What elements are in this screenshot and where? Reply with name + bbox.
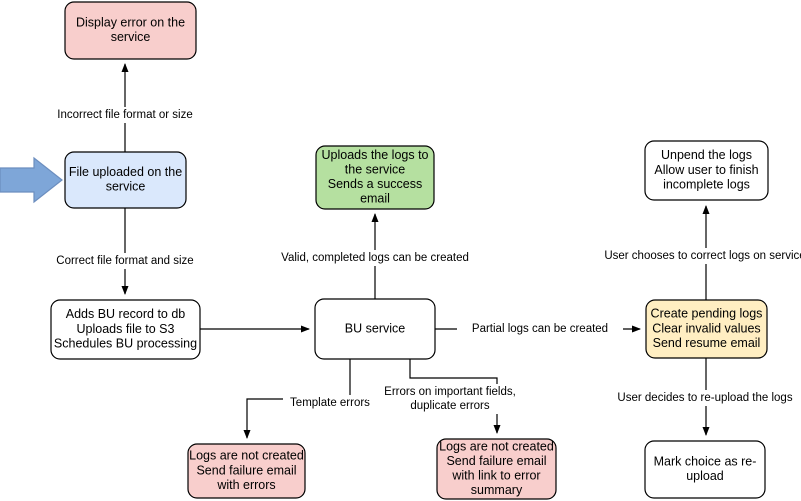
node-label-file-uploaded-line-2: service	[106, 180, 146, 194]
node-label-uploads-logs-line-4: email	[360, 192, 390, 206]
edge-label-backdrop-correct-format	[39, 253, 211, 269]
node-shape-mark-choice	[644, 440, 766, 499]
input-arrow-layer	[0, 156, 63, 204]
node-label-adds-bu-record-line-3: Schedules BU processing	[54, 336, 197, 350]
edge-label-backdrop-incorrect-format	[36, 107, 214, 123]
node-shape-logs-not-created-summary	[436, 438, 557, 500]
edge-label-incorrect-file-format-or-size: Incorrect file format or size	[57, 109, 192, 121]
edge-label-correct-file-format-and-size: Correct file format and size	[56, 255, 193, 267]
node-shape-uploads-logs	[315, 145, 435, 210]
node-label-logs-not-created-template-line-2: Send failure email	[196, 463, 296, 477]
edge-label-backdrop-valid-completed	[265, 250, 485, 266]
node-shape-bu-service	[314, 298, 436, 360]
node-bu-service[interactable]: BU service	[314, 298, 436, 360]
node-shape-adds-bu-record	[50, 299, 201, 360]
node-mark-choice-as-re-upload[interactable]: Mark choice as re-upload	[644, 440, 766, 499]
edge-label-duplicate-errors: duplicate errors	[410, 400, 490, 412]
edge-label-valid-completed-logs-can-be-created: Valid, completed logs can be created	[281, 252, 469, 264]
edge-label-errors-on-important-fields: Errors on important fields,	[384, 386, 516, 398]
node-label-unpend-logs-line-2: Allow user to finish	[654, 163, 758, 177]
node-label-bu-service-line-1: BU service	[345, 321, 405, 335]
edge-label-backdrop-user-reupload	[601, 390, 801, 406]
node-label-logs-not-created-template-line-1: Logs are not created	[189, 449, 304, 463]
node-label-unpend-logs-line-3: incomplete logs	[663, 177, 750, 191]
edge-label-user-chooses-to-correct-logs-on-service: User chooses to correct logs on service	[604, 250, 801, 262]
node-label-logs-not-created-summary-line-1: Logs are not created	[439, 439, 554, 453]
node-label-logs-not-created-template-line-3: with errors	[216, 478, 275, 492]
node-shape-create-pending-logs	[645, 299, 768, 359]
node-label-uploads-logs-line-1: Uploads the logs to	[321, 148, 428, 162]
node-shape-file-uploaded	[64, 151, 187, 209]
edge-label-template-errors: Template errors	[290, 397, 370, 409]
input-big-arrow	[0, 156, 63, 204]
edge-label-user-decides-to-re-upload-the-logs: User decides to re-upload the logs	[617, 392, 792, 404]
node-label-unpend-logs-line-1: Unpend the logs	[661, 148, 752, 162]
node-shape-display-error	[64, 1, 197, 60]
node-label-logs-not-created-summary-line-4: summary	[471, 483, 523, 497]
edge-label-backdrop-user-corrects	[586, 248, 801, 264]
edge-label-backdrop-important-fields-2	[400, 398, 500, 414]
node-label-adds-bu-record-line-1: Adds BU record to db	[66, 307, 186, 321]
node-label-create-pending-logs-line-2: Clear invalid values	[652, 321, 760, 335]
node-label-adds-bu-record-line-2: Uploads file to S3	[77, 322, 175, 336]
node-label-display-error-line-1: Display error on the	[76, 15, 185, 29]
node-label-mark-choice-line-2: upload	[686, 469, 724, 483]
node-label-logs-not-created-summary-line-3: with link to error	[451, 469, 540, 483]
node-label-uploads-logs-line-3: Sends a success	[328, 177, 423, 191]
edge-label-backdrop-partial-logs	[457, 321, 623, 337]
node-shape-logs-not-created-template	[187, 443, 306, 499]
node-label-create-pending-logs-line-3: Send resume email	[653, 336, 761, 350]
node-label-file-uploaded-line-1: File uploaded on the	[69, 165, 182, 179]
edge-label-partial-logs-can-be-created: Partial logs can be created	[472, 323, 608, 335]
node-label-create-pending-logs-line-1: Create pending logs	[651, 307, 763, 321]
edge-label-backdrop-important-fields-1	[367, 384, 533, 400]
edge-label-backdrop-template-errors	[283, 395, 377, 411]
node-label-mark-choice-line-1: Mark choice as re-	[654, 454, 757, 468]
node-shape-unpend-logs	[644, 140, 769, 201]
node-label-logs-not-created-summary-line-2: Send failure email	[446, 454, 546, 468]
node-label-uploads-logs-line-2: the service	[345, 162, 405, 176]
node-label-display-error-line-2: service	[111, 30, 151, 44]
